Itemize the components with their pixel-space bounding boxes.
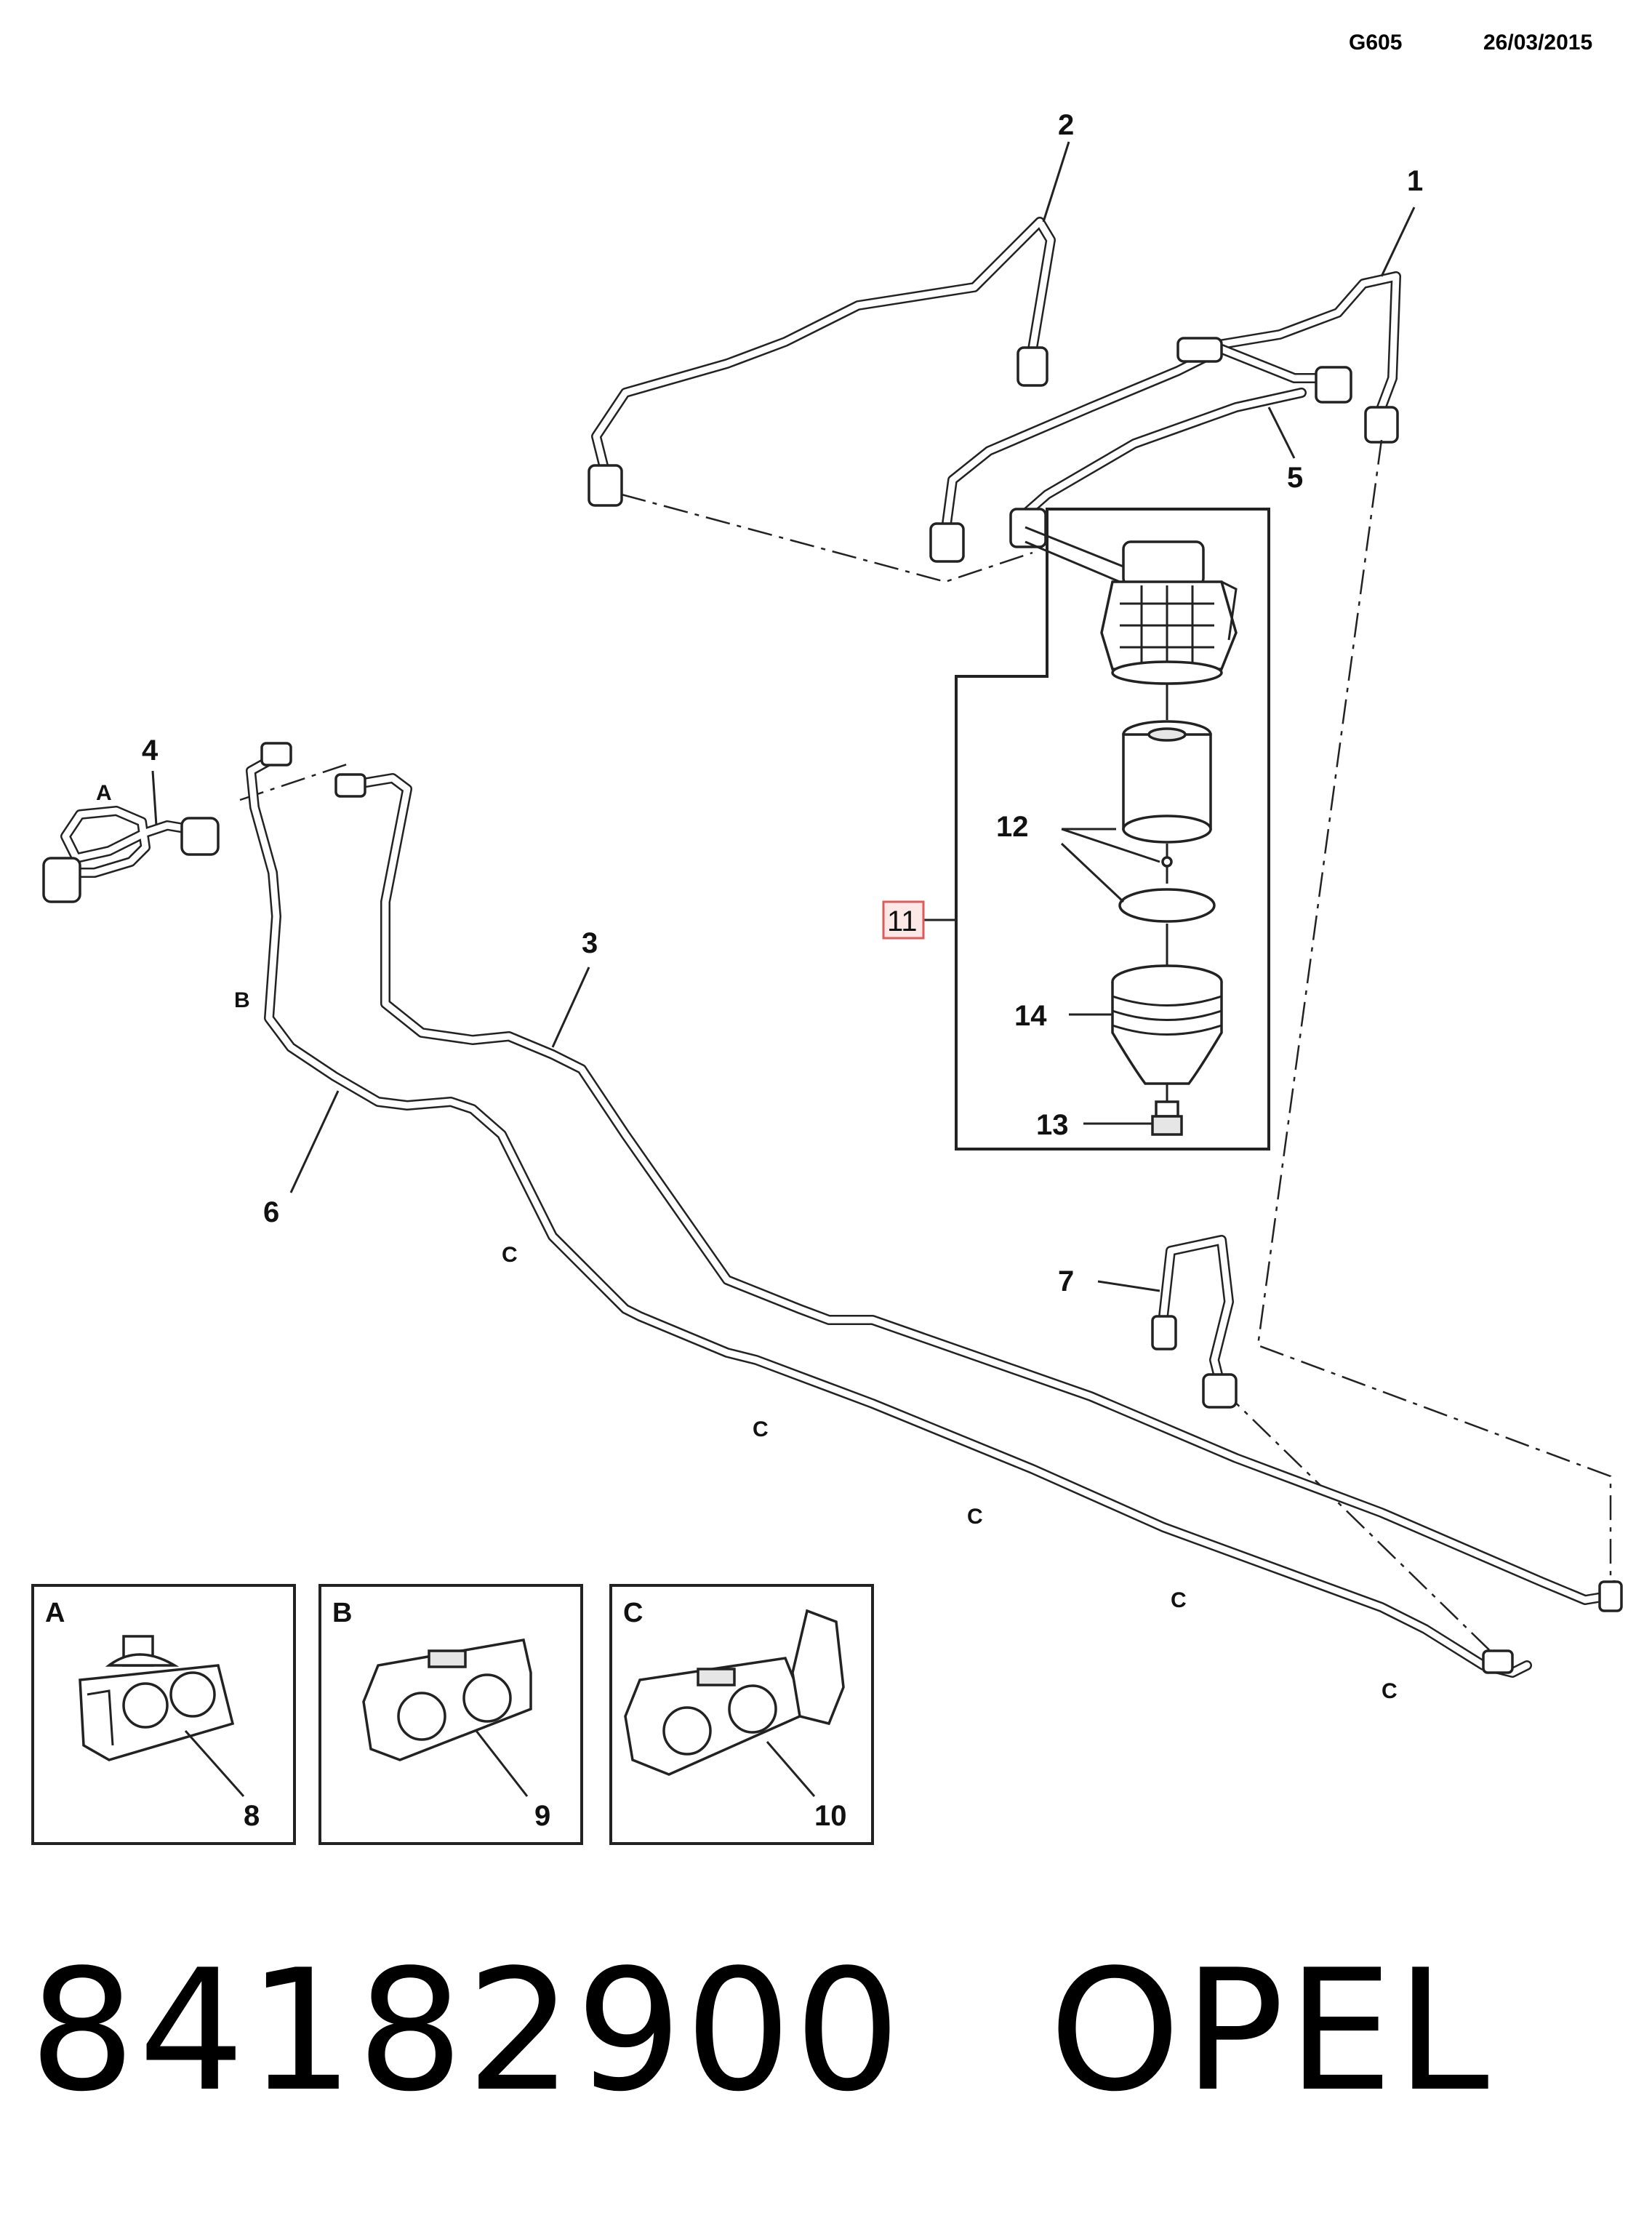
pipe-4: 4 A: [42, 735, 220, 903]
pipe-2: 2: [588, 109, 1074, 507]
filter-housing: [1025, 526, 1238, 720]
callout-9: 9: [534, 1800, 550, 1832]
inset-b: B 9: [318, 1584, 583, 1845]
diagram-date: 26/03/2015: [1483, 31, 1592, 55]
o-ring: [1118, 888, 1216, 923]
clip-letter-c-2: C: [753, 1417, 769, 1441]
clip-letter-c-4: C: [1171, 1588, 1187, 1612]
callout-12: 12: [996, 811, 1029, 843]
callout-4: 4: [142, 735, 159, 767]
callout-14: 14: [1014, 1000, 1047, 1032]
pipe-5: 5: [929, 337, 1352, 563]
inset-c-letter: C: [623, 1598, 643, 1628]
clip-letter-c-1: C: [502, 1243, 518, 1267]
clip-8: [79, 1635, 235, 1761]
callout-13: 13: [1036, 1109, 1069, 1141]
inset-b-letter: B: [332, 1598, 352, 1628]
diagram-code: G605: [1349, 31, 1402, 55]
inset-a: A 8: [31, 1584, 296, 1845]
callout-3: 3: [582, 927, 598, 959]
callout-7: 7: [1058, 1265, 1074, 1297]
callout-2: 2: [1058, 109, 1074, 141]
pipe-7: 7: [1058, 1235, 1238, 1409]
clip-letter-c-5: C: [1382, 1679, 1398, 1703]
callout-1: 1: [1407, 165, 1423, 197]
filter-bowl: [1111, 964, 1223, 1102]
inset-a-letter: A: [45, 1598, 65, 1628]
part-number-footer: 84182900 OPEL: [29, 1934, 1492, 2129]
callout-8: 8: [244, 1800, 260, 1832]
callout-11-highlight: [882, 900, 925, 940]
clip-10: [624, 1609, 845, 1776]
callout-10: 10: [814, 1800, 847, 1832]
pipe-6: 6 B: [234, 742, 1532, 1678]
callout-11: 11: [887, 905, 918, 937]
callout-5: 5: [1287, 462, 1303, 494]
clip-letter-c-3: C: [967, 1505, 983, 1529]
pipe-3: 3 C C C C C: [334, 773, 1623, 1703]
clip-letter-a-pipe4: A: [96, 781, 112, 805]
part-number: 84182900: [29, 1934, 904, 2129]
clip-letter-b: B: [234, 988, 250, 1012]
clip-9: [362, 1638, 532, 1761]
brand-name: OPEL: [1048, 1934, 1492, 2129]
inset-c: C 10: [609, 1584, 874, 1845]
filter-element: [1122, 720, 1212, 884]
callout-6: 6: [263, 1196, 279, 1228]
pipe-1: 1: [1187, 165, 1423, 444]
filter-assembly-box: 11: [882, 508, 1270, 1150]
connection-lines: [239, 439, 1612, 1666]
drain-plug: [1151, 1100, 1183, 1136]
